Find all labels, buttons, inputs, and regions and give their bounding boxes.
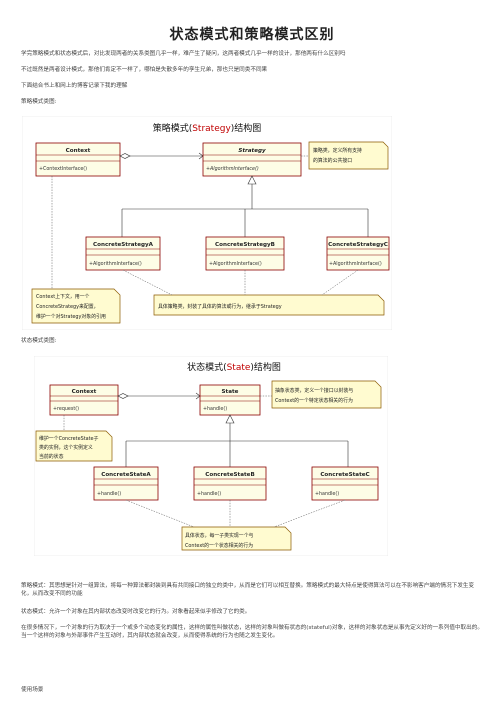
- svg-text:State: State: [222, 389, 239, 395]
- svg-text:ConcreteStateC: ConcreteStateC: [320, 472, 369, 478]
- inheritance-arrow: [247, 175, 257, 185]
- strategy-class-diagram: 策略模式(Strategy)结构图 Context +ContextInterf…: [22, 116, 392, 330]
- state-detail: 在很多情况下，一个对象的行为取决于一个或多个动态变化的属性，这样的属性叫做状态，…: [21, 625, 483, 640]
- svg-text:+AlgorithmInterface(): +AlgorithmInterface(): [89, 261, 142, 267]
- usage-label: 使用场景: [21, 687, 44, 693]
- aggregation-diamond: [119, 153, 131, 159]
- strategy-diagram-title: 策略模式(Strategy)结构图: [153, 122, 262, 134]
- intro-paragraph-2: 不过既然是两者设计模式，那他们肯定不一样了，哪怕是失散多年的孪生兄弟，那也只是同…: [21, 67, 268, 73]
- state-diagram-title: 状态模式(State)结构图: [187, 361, 281, 373]
- svg-text:类的实例，这个实例定义: 类的实例，这个实例定义: [39, 444, 93, 451]
- svg-text:维护一个对Strategy对象的引用: 维护一个对Strategy对象的引用: [36, 313, 106, 320]
- svg-text:抽象状态类，定义一个接口以封装与: 抽象状态类，定义一个接口以封装与: [275, 387, 353, 394]
- state-context-class: Context +request(): [49, 384, 119, 416]
- svg-text:当前的状态: 当前的状态: [39, 453, 64, 460]
- svg-text:具体策略类，封装了具体的算法或行为，继承于Strategy: 具体策略类，封装了具体的算法或行为，继承于Strategy: [158, 303, 282, 310]
- state-class-diagram: 状态模式(State)结构图 Context +request() State …: [34, 356, 388, 556]
- svg-text:具体状态，每一子类实现一个与: 具体状态，每一子类实现一个与: [185, 532, 254, 539]
- concrete-strategy-note: 具体策略类，封装了具体的算法或行为，继承于Strategy: [153, 294, 385, 316]
- svg-text:+handle(): +handle(): [97, 491, 121, 497]
- svg-text:Context的一个特定状态相关的行为: Context的一个特定状态相关的行为: [275, 397, 353, 404]
- concrete-state-c-class: ConcreteStateC +handle(): [311, 466, 379, 501]
- svg-text:Strategy: Strategy: [238, 148, 266, 154]
- svg-text:ConcreteStrategy来配置，: ConcreteStrategy来配置，: [36, 304, 99, 310]
- page-title: 状态模式和策略模式区别: [169, 27, 335, 43]
- svg-text:ConcreteStateA: ConcreteStateA: [101, 472, 151, 478]
- svg-text:维护一个ConcreteState子: 维护一个ConcreteState子: [39, 435, 99, 442]
- svg-text:Context: Context: [66, 148, 91, 154]
- state-context-note: 维护一个ConcreteState子 类的实例，这个实例定义 当前的状态: [35, 430, 113, 462]
- svg-text:Context的一个状态相关的行为: Context的一个状态相关的行为: [185, 542, 253, 549]
- strategy-interface-class: Strategy +AlgorithmInterface(): [202, 142, 302, 177]
- intro-paragraph-3: 下面结合书上和网上的博客记录下我的理解: [21, 83, 128, 89]
- svg-text:ConcreteStrategyA: ConcreteStrategyA: [93, 242, 154, 248]
- concrete-strategy-a-class: ConcreteStrategyA +AlgorithmInterface(): [85, 236, 161, 271]
- svg-text:+request(): +request(): [53, 406, 79, 412]
- intro-paragraph-1: 学完策略模式和状态模式后，对比发现两者的关系类图几乎一样，难产生了疑问，这两者模…: [21, 51, 346, 57]
- strategy-description: 策略模式：其思想是针对一组算法，将每一种算法都封装到具有共同接口的独立的类中，从…: [21, 583, 475, 598]
- svg-text:Context: Context: [72, 389, 97, 395]
- svg-text:ConcreteStateB: ConcreteStateB: [205, 472, 254, 478]
- svg-text:+AlgorithmInterface(): +AlgorithmInterface(): [329, 261, 382, 267]
- svg-text:+handle(): +handle(): [197, 491, 221, 497]
- svg-text:Context上下文，用一个: Context上下文，用一个: [36, 293, 90, 300]
- svg-text:+AlgorithmInterface(): +AlgorithmInterface(): [209, 261, 262, 267]
- concrete-strategy-b-class: ConcreteStrategyB +AlgorithmInterface(): [205, 236, 285, 271]
- svg-text:+AlgorithmInterface(): +AlgorithmInterface(): [206, 166, 259, 172]
- svg-text:策略类，定义所有支持: 策略类，定义所有支持: [313, 147, 362, 154]
- concrete-state-note: 具体状态，每一子类实现一个与 Context的一个状态相关的行为: [181, 526, 292, 551]
- strategy-diagram-label: 策略模式类图:: [21, 99, 57, 105]
- concrete-state-a-class: ConcreteStateA +handle(): [93, 466, 159, 501]
- svg-text:+ContextInterface(): +ContextInterface(): [39, 166, 87, 172]
- strategy-context-note: Context上下文，用一个 ConcreteStrategy来配置， 维护一个…: [31, 288, 121, 324]
- svg-text:的算法的公共接口: 的算法的公共接口: [313, 157, 352, 164]
- strategy-interface-note: 策略类，定义所有支持 的算法的公共接口: [308, 141, 389, 170]
- svg-text:+handle(): +handle(): [203, 406, 227, 412]
- svg-text:ConcreteStrategyC: ConcreteStrategyC: [328, 242, 388, 248]
- state-abstract-note: 抽象状态类，定义一个接口以封装与 Context的一个特定状态相关的行为: [271, 380, 382, 409]
- strategy-context-class: Context +ContextInterface(): [35, 142, 121, 177]
- state-diagram-label: 状态模式类图:: [21, 338, 57, 344]
- svg-text:+handle(): +handle(): [315, 491, 339, 497]
- concrete-strategy-c-class: ConcreteStrategyC +AlgorithmInterface(): [326, 236, 390, 271]
- svg-text:ConcreteStrategyB: ConcreteStrategyB: [215, 242, 275, 248]
- state-description: 状态模式：允许一个对象在其内部状态改变时改变它的行为。对象看起来似乎修改了它的类…: [21, 609, 251, 615]
- concrete-state-b-class: ConcreteStateB +handle(): [193, 466, 267, 501]
- state-abstract-class: State +handle(): [199, 384, 261, 416]
